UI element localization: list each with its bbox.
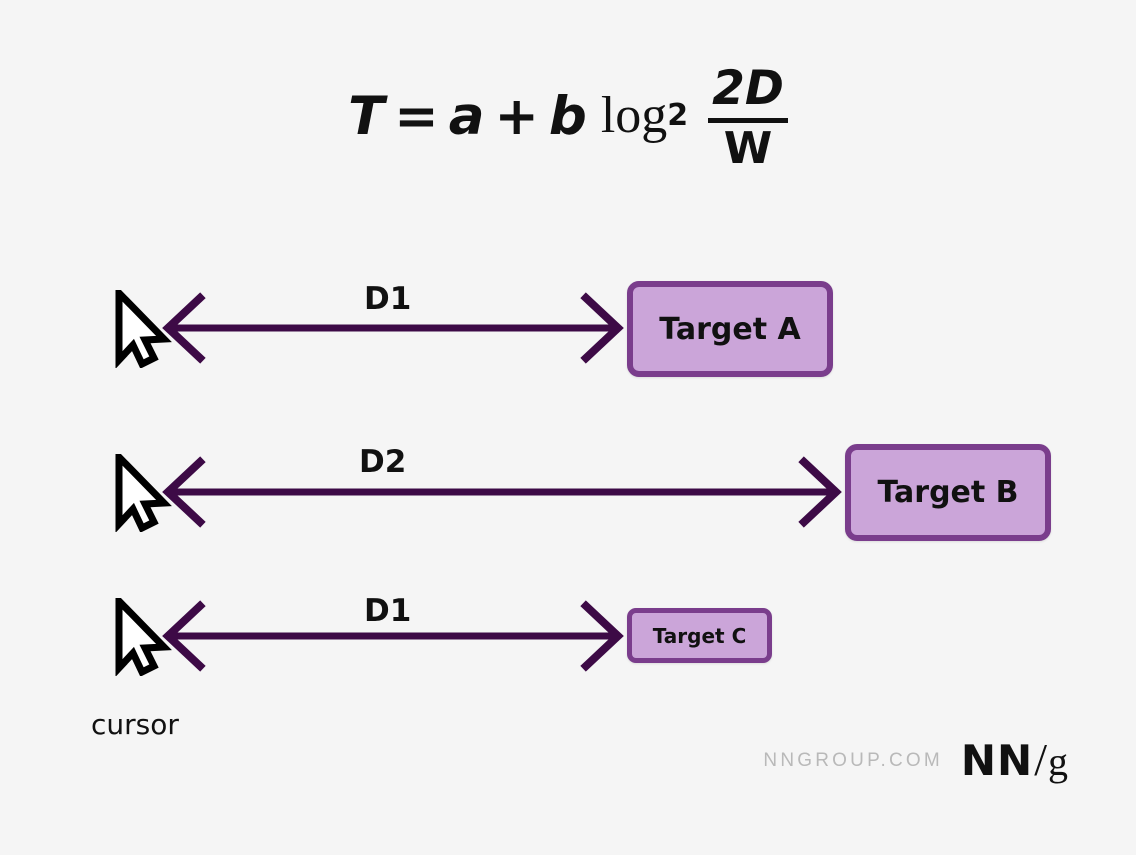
distance-arrow-d1-c [162,600,624,672]
cursor-caption: cursor [91,708,179,741]
formula-log: log [600,87,668,145]
logo-slash: / [1034,734,1047,785]
formula-denominator: W [723,123,773,175]
cursor-icon [115,290,172,368]
footer: NNGROUP.COM NN / g [763,737,1068,783]
distance-label-d2-b: D2 [359,444,407,480]
target-label-b: Target B [877,475,1019,510]
logo-g-text: g [1048,739,1068,784]
formula-log-base: 2 [667,98,689,134]
formula-numerator: 2D [712,61,784,116]
target-box-a[interactable]: Target A [627,281,833,377]
target-label-c: Target C [652,623,747,648]
formula-variable-a: a [448,85,485,147]
formula-fraction: 2D W [708,64,788,173]
target-label-a: Target A [659,311,801,347]
formula-equals: = [394,85,439,147]
formula-variable-t: T [348,85,385,147]
formula-plus: + [494,85,539,147]
footer-site-url: NNGROUP.COM [763,749,943,771]
target-box-c[interactable]: Target C [627,608,772,663]
fitts-law-formula: T = a + b log 2 2D W [0,62,1136,173]
distance-arrow-d2-b [162,456,842,528]
formula-fraction-bar [708,118,788,124]
cursor-icon [115,454,172,532]
nng-logo: NN / g [961,737,1068,783]
distance-arrow-d1-a [162,292,624,364]
distance-label-d1-a: D1 [364,281,412,317]
logo-nn-text: NN [960,736,1034,785]
cursor-icon [115,598,172,676]
distance-label-d1-c: D1 [364,593,412,629]
target-box-b[interactable]: Target B [845,444,1051,541]
formula-variable-b: b [548,85,587,147]
